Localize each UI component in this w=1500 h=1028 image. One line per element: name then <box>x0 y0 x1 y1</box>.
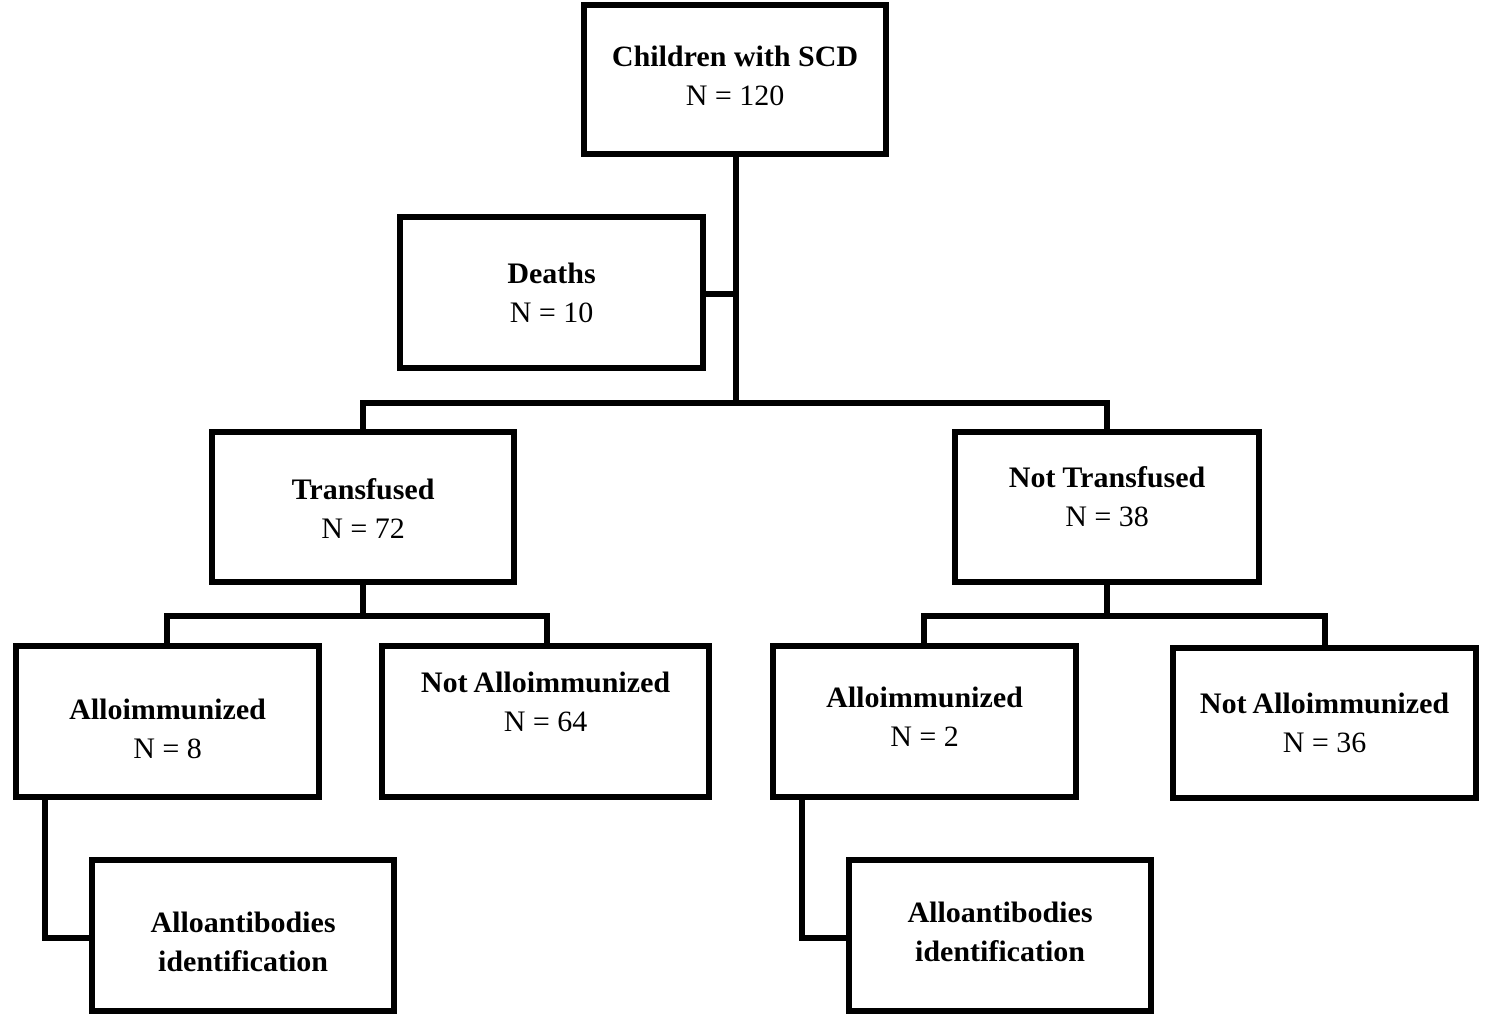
node-title: Not Transfused <box>1008 461 1206 494</box>
connector-t-identification <box>42 797 92 941</box>
node-transfused-alloantibodies-identification: Alloantibodies identification <box>89 857 397 1014</box>
node-count: N = 2 <box>890 719 959 753</box>
node-title: Not Alloimmunized <box>420 665 671 699</box>
node-count: N = 8 <box>133 731 202 765</box>
node-not-transfused-alloimmunized: Alloimmunized N = 2 <box>770 643 1079 800</box>
node-count: N = 64 <box>503 704 588 738</box>
node-count: N = 38 <box>1065 500 1149 533</box>
node-count: N = 72 <box>321 512 405 545</box>
node-title: Alloimmunized <box>69 692 266 726</box>
node-title: Children with SCD <box>611 39 859 73</box>
node-count: N = 10 <box>509 295 594 329</box>
node-title-line1: Alloantibodies <box>907 895 1093 929</box>
node-title: Alloimmunized <box>826 680 1023 714</box>
node-title: Deaths <box>507 256 596 290</box>
node-title: Not Alloimmunized <box>1199 687 1450 720</box>
node-count: N = 120 <box>685 78 785 112</box>
node-title: Transfused <box>291 473 435 506</box>
node-not-transfused-alloantibodies-identification: Alloantibodies identification <box>846 857 1154 1014</box>
node-transfused-not-alloimmunized: Not Alloimmunized N = 64 <box>379 643 712 800</box>
node-title-line1: Alloantibodies <box>150 905 336 939</box>
node-children-with-scd: Children with SCD N = 120 <box>581 2 889 157</box>
node-title-line2: identification <box>914 934 1085 968</box>
node-title-line2: identification <box>157 944 328 978</box>
node-deaths: Deaths N = 10 <box>397 214 706 371</box>
node-count: N = 36 <box>1282 726 1367 759</box>
node-transfused-alloimmunized: Alloimmunized N = 8 <box>13 643 322 800</box>
connector-nt-identification <box>799 797 849 941</box>
node-not-transfused-not-alloimmunized: Not Alloimmunized N = 36 <box>1170 645 1479 801</box>
node-not-transfused: Not Transfused N = 38 <box>952 429 1262 585</box>
node-transfused: Transfused N = 72 <box>209 429 517 585</box>
